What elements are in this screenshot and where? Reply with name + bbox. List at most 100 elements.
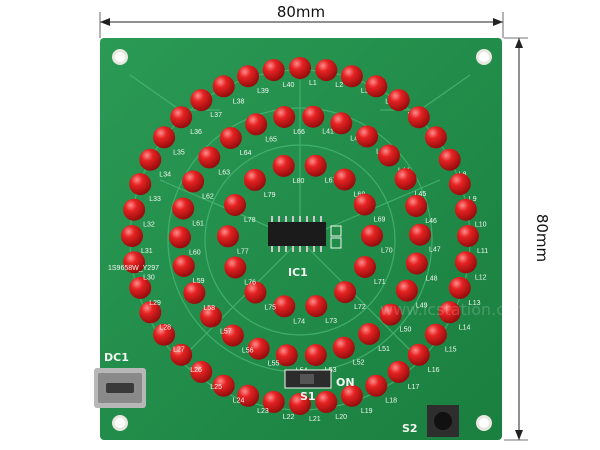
button-label: S2: [402, 422, 418, 435]
height-dimension: 80mm: [504, 37, 551, 441]
led-label: L61: [192, 221, 204, 228]
led-label: L3: [361, 88, 369, 95]
led-l20: [315, 390, 338, 413]
switch-label: S1: [300, 390, 316, 403]
led-l76: [224, 256, 247, 279]
led-l47: [409, 223, 431, 246]
ic-chip: IC1 1S9658W_Y297: [108, 216, 326, 279]
led-label: L63: [218, 169, 230, 176]
led-array: L1L2L3L4L5L6L7L8L9L10L11L12L13L14L15L16L…: [121, 57, 488, 423]
led-l77: [217, 225, 239, 248]
led-label: L36: [190, 129, 202, 136]
led-label: L2: [335, 82, 343, 89]
led-l26: [170, 343, 193, 366]
led-l34: [139, 148, 162, 171]
led-label: L11: [477, 248, 488, 255]
led-l45: [394, 168, 417, 191]
ic-code: 1S9658W_Y297: [108, 265, 159, 272]
width-dimension: 80mm: [99, 3, 504, 38]
led-label: L56: [242, 348, 254, 355]
led-l73: [305, 295, 328, 318]
led-l54: [275, 344, 298, 367]
led-l10: [454, 198, 477, 221]
led-l40: [262, 59, 285, 82]
led-l57: [200, 305, 222, 328]
led-l35: [153, 126, 176, 149]
led-l60: [169, 226, 191, 249]
led-l33: [129, 173, 152, 196]
led-label: L23: [257, 408, 269, 415]
led-label: L29: [149, 300, 161, 307]
led-label: L80: [293, 178, 305, 185]
capacitor-pads: [330, 225, 342, 249]
led-l32: [123, 198, 146, 221]
led-l2: [315, 59, 338, 82]
led-label: L19: [361, 408, 373, 415]
led-label: L1: [309, 80, 317, 87]
led-label: L69: [374, 217, 386, 224]
led-l8: [438, 148, 461, 171]
led-label: L67: [325, 178, 337, 185]
led-l74: [273, 295, 296, 318]
led-l75: [244, 281, 267, 304]
led-label: L32: [143, 222, 155, 229]
led-label: L64: [240, 150, 252, 157]
led-label: L20: [335, 414, 347, 421]
led-label: L60: [189, 249, 201, 256]
led-l19: [340, 384, 363, 407]
led-label: L9: [469, 196, 477, 203]
led-label: L70: [381, 248, 393, 255]
led-l28: [139, 301, 162, 324]
led-l9: [448, 173, 471, 196]
led-label: L45: [415, 191, 427, 198]
micro-usb-port[interactable]: DC1: [94, 351, 146, 408]
led-label: L74: [293, 318, 305, 325]
push-button[interactable]: S2: [402, 405, 459, 437]
led-label: L39: [257, 88, 269, 95]
led-label: L76: [244, 280, 256, 287]
led-l38: [212, 75, 235, 98]
led-label: L78: [244, 217, 256, 224]
led-l46: [405, 195, 428, 217]
height-label: 80mm: [533, 214, 551, 262]
slide-switch[interactable]: S1 ON: [284, 369, 355, 403]
led-label: L16: [428, 367, 440, 374]
led-label: L42: [350, 135, 362, 142]
led-l48: [405, 252, 428, 275]
led-l7: [424, 126, 447, 149]
led-l66: [273, 106, 296, 128]
led-l27: [153, 323, 176, 346]
led-label: L79: [264, 192, 276, 199]
led-label: L24: [233, 398, 245, 405]
led-label: L34: [159, 172, 171, 179]
switch-on-label: ON: [336, 376, 355, 389]
led-l21: [289, 393, 311, 415]
led-l51: [358, 323, 381, 345]
led-label: L30: [143, 274, 155, 281]
led-l79: [243, 168, 266, 191]
led-l67: [304, 154, 327, 177]
led-l37: [190, 89, 213, 112]
ic-label: IC1: [288, 266, 308, 279]
led-l65: [245, 113, 268, 136]
led-label: L46: [425, 218, 437, 225]
led-label: L73: [325, 318, 337, 325]
led-l30: [123, 251, 146, 274]
led-label: L40: [283, 82, 295, 89]
led-label: L71: [374, 279, 386, 286]
led-l41: [302, 105, 325, 128]
led-l78: [224, 194, 246, 216]
led-l15: [424, 323, 447, 346]
led-l23: [237, 384, 260, 407]
led-l80: [272, 154, 295, 177]
led-label: L62: [202, 193, 214, 200]
led-label: L57: [220, 329, 232, 336]
led-label: L48: [426, 276, 438, 283]
led-l6: [407, 106, 430, 129]
led-l12: [454, 251, 477, 274]
led-label: L33: [149, 196, 161, 203]
led-l64: [219, 127, 242, 149]
watermark: www.icstation.com: [380, 300, 530, 319]
led-label: L37: [210, 112, 222, 119]
